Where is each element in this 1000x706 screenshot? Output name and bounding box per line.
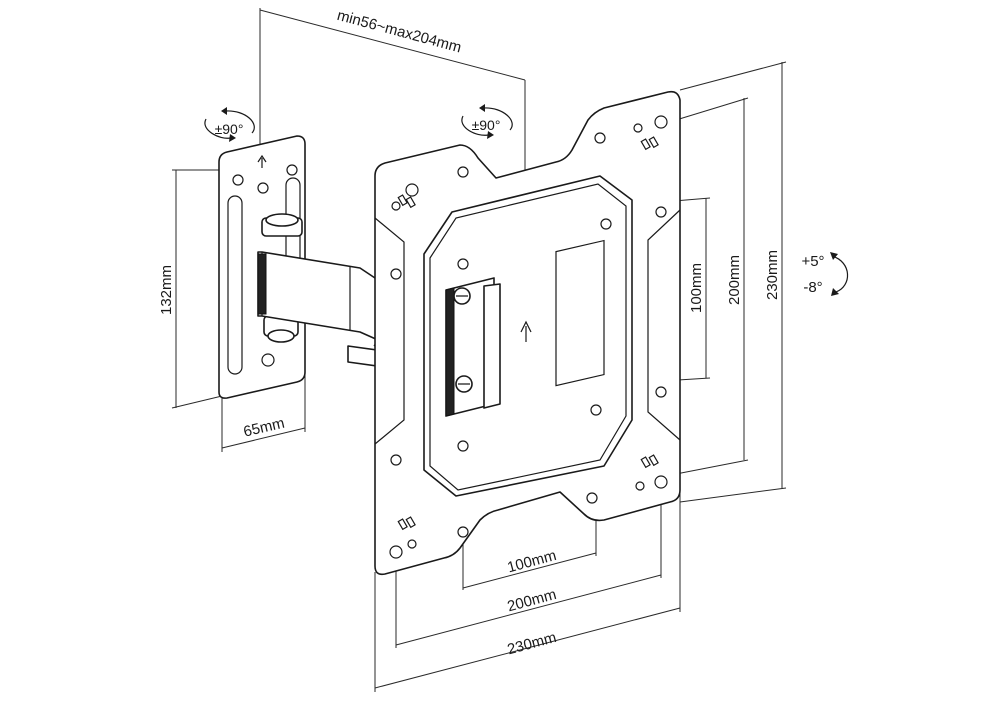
center-slot-right [555,239,605,387]
wallplate-height-label: 132mm [158,265,175,315]
slot-mark [640,456,651,469]
vesa100-hole [600,218,612,230]
slot-mark [640,138,651,151]
slot-mark [397,518,408,531]
arrowhead-icon [830,252,838,260]
vesa200-h-dim-line [395,574,662,646]
vesa200-h-label: 200mm [505,586,558,615]
vesa100-v-label: 100mm [688,263,705,313]
pivot-top-bolt [265,213,299,227]
arm-shadow [257,253,267,315]
arm-extension-dim-line [259,9,526,81]
plate-height-ext-top [679,61,787,91]
tilt-up-label: +5° [801,253,824,270]
rotate-arrow-icon [461,115,489,136]
slot-mark [405,516,416,529]
wall-swivel-label: ±90° [215,121,244,137]
screw-slot-lines [456,295,470,385]
arrowhead-icon [487,131,494,139]
corner-hole-bottom-right-small [635,481,645,491]
arrowhead-icon [221,107,227,115]
locking-bar [483,283,501,409]
vesa-top-inner-hole [457,166,469,178]
vesa200-v-ext-bottom [675,459,749,475]
arrowhead-icon [229,134,236,142]
side-hole-right [655,206,667,218]
slot-mark [405,196,416,209]
vesa200-bottom-inner-hole [457,526,469,538]
arrowhead-icon [831,288,839,296]
tv-plate [374,90,681,576]
corner-hole-top-right-small [633,123,643,133]
plate-bevel-left [374,217,405,445]
rotation-indicator-wall: ±90° [204,107,255,142]
corner-hole-bottom-left [389,545,403,559]
rotate-arrow-icon [225,110,255,134]
plate-width-label: 230mm [505,629,558,658]
up-arrow-icon [520,320,532,342]
center-frame-inner [429,183,627,491]
pivot-bottom-bolt [267,329,295,343]
vesa100-h-dim-line [462,552,597,589]
arrowhead-icon [479,104,485,112]
vesa100-hole [457,258,469,270]
wallplate-width-dim-line [221,427,306,449]
vesa100-hole [590,404,602,416]
slot-mark [648,136,659,149]
wall-plate-slot-left [227,195,243,375]
rotation-indicator-arm: ±90° [461,104,513,139]
tilt-down-label: -8° [803,279,822,296]
dimension-lines [171,8,787,692]
wallplate-height-ext-bottom [171,395,223,409]
corner-hole-top-left-small [391,201,401,211]
corner-hole-bottom-right [654,475,668,489]
corner-hole-top-left [405,183,419,197]
wall-plate-hole [261,353,275,367]
plate-height-ext-bottom [679,487,787,503]
center-frame-outer [423,175,633,497]
arm-swivel-label: ±90° [472,117,501,133]
tilt-arrow-icon [831,255,849,293]
plate-width-dim-line [374,607,681,689]
vesa100-hole [457,440,469,452]
vesa200-v-label: 200mm [726,255,743,305]
side-hole-right [655,386,667,398]
side-hole-left [390,454,402,466]
up-arrow-icon [257,154,267,168]
arm-extension-label: min56~max204mm [335,7,463,57]
plate-bevel-right [647,209,681,441]
wallplate-width-label: 65mm [242,415,286,441]
wall-plate-hole [286,164,298,176]
side-hole-left [390,268,402,280]
corner-hole-bottom-left-small [407,539,417,549]
slot-mark [397,194,408,207]
rotate-arrow-icon [483,107,513,131]
slot-mark [648,454,659,467]
rotate-arrow-icon [204,118,231,139]
vesa200-bottom-inner-hole [586,492,598,504]
wall-plate-hole [232,174,244,186]
tilt-indicator: +5° -8° [801,252,849,296]
corner-hole-top-right [654,115,668,129]
vesa200-v-ext-top [675,97,749,121]
vesa-top-inner-hole [594,132,606,144]
vesa100-h-label: 100mm [505,547,558,576]
plate-height-label: 230mm [764,250,781,300]
slot-shadow [445,287,455,417]
wall-plate-hole [257,182,269,194]
